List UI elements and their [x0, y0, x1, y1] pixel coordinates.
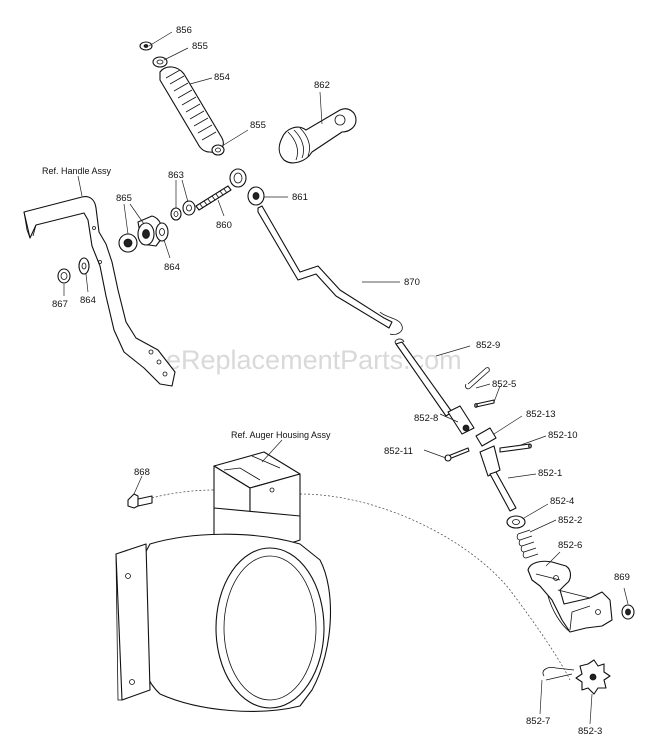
label-861: 861 — [292, 192, 308, 203]
part-855-washer-top — [152, 56, 168, 68]
label-869: 869 — [614, 572, 630, 583]
part-852-2-spring — [516, 529, 539, 559]
label-852-6: 852-6 — [558, 540, 582, 551]
part-870-crank-rod — [257, 205, 453, 417]
label-864-mid: 864 — [164, 262, 180, 273]
part-855-washer-mid — [211, 144, 225, 156]
part-852-1-lower-rod — [479, 445, 517, 512]
handle-bracket — [23, 196, 176, 387]
part-852-8-clevis — [447, 405, 475, 435]
part-852-5-pin — [474, 399, 495, 408]
part-869-nut — [621, 604, 635, 620]
label-852-1: 852-1 — [538, 468, 562, 479]
label-852-2: 852-2 — [558, 515, 582, 526]
part-852-7-hairpin — [542, 667, 575, 681]
part-852-10-pin — [499, 443, 532, 453]
label-852-9: 852-9 — [476, 340, 500, 351]
label-862: 862 — [314, 80, 330, 91]
dashed-path-chute — [299, 493, 571, 681]
label-856: 856 — [176, 25, 192, 36]
label-855-top: 855 — [192, 41, 208, 52]
leader-lines — [63, 31, 629, 725]
part-862-coupler — [278, 108, 357, 164]
label-867: 867 — [52, 299, 68, 310]
part-864-washer-left — [78, 257, 90, 275]
label-864-left: 864 — [80, 295, 96, 306]
part-852-6-bracket — [527, 560, 613, 633]
part-856-cap — [139, 41, 153, 51]
part-852-13-block — [475, 427, 497, 447]
label-852-13: 852-13 — [526, 409, 556, 420]
label-852-3: 852-3 — [578, 726, 602, 737]
label-865: 865 — [116, 193, 132, 204]
part-867-nut — [57, 268, 71, 284]
part-852-3-gear — [575, 659, 611, 695]
part-852-11-screw — [444, 447, 470, 462]
ref-auger-housing-assy: Ref. Auger Housing Assy — [231, 430, 331, 440]
label-852-10: 852-10 — [548, 430, 578, 441]
label-852-5: 852-5 — [492, 379, 516, 390]
label-863: 863 — [168, 170, 184, 181]
part-852-4-washer — [506, 515, 526, 529]
part-852-9-spring — [465, 367, 490, 390]
label-854: 854 — [214, 72, 230, 83]
ref-handle-assy: Ref. Handle Assy — [42, 166, 112, 176]
label-860: 860 — [216, 220, 232, 231]
dashed-path-bolt — [151, 489, 241, 499]
auger-housing-chute — [115, 451, 332, 712]
part-868-bolt — [127, 493, 153, 509]
part-861-collar — [247, 186, 265, 206]
label-855-mid: 855 — [250, 120, 266, 131]
label-870: 870 — [404, 277, 420, 288]
part-864-washer-mid — [155, 222, 169, 242]
label-868: 868 — [134, 467, 150, 478]
part-863-nut — [170, 200, 196, 221]
label-852-7: 852-7 — [526, 716, 550, 727]
label-852-8: 852-8 — [414, 413, 438, 424]
label-852-4: 852-4 — [550, 496, 574, 507]
part-860-eye-bolt — [195, 168, 247, 211]
label-852-11: 852-11 — [384, 446, 413, 457]
